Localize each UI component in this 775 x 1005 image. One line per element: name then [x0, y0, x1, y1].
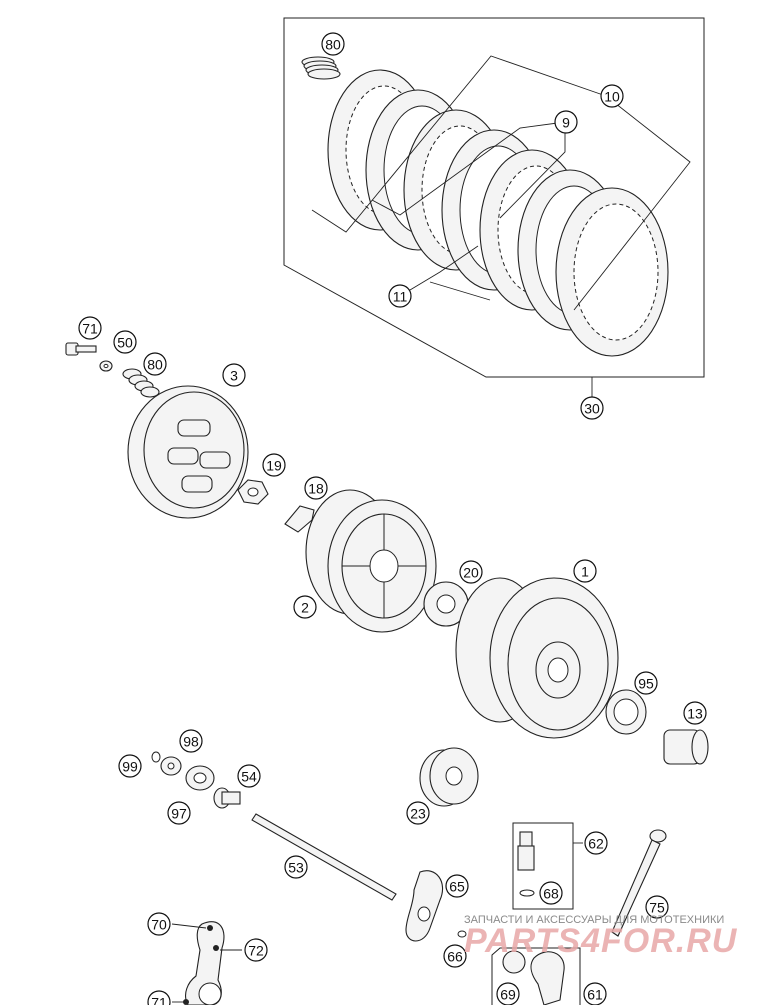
spring-part-2 — [122, 368, 160, 398]
callout-11: 11 — [388, 284, 412, 308]
circlip-part — [151, 751, 161, 763]
needle-bearing-part — [605, 689, 647, 735]
callout-23: 23 — [406, 801, 430, 825]
callout-97: 97 — [167, 801, 191, 825]
callout-62: 62 — [584, 831, 608, 855]
callout-label: 70 — [151, 917, 167, 933]
callout-50: 50 — [113, 330, 137, 354]
callout-label: 18 — [308, 481, 324, 497]
callout-label: 75 — [649, 900, 665, 916]
callout-98: 98 — [179, 729, 203, 753]
callout-label: 23 — [410, 806, 426, 822]
clutch-plate-kit-frame — [283, 17, 705, 378]
callout-label: 53 — [288, 860, 304, 876]
callout-label: 68 — [543, 886, 559, 902]
callout-71: 71 — [147, 990, 171, 1005]
inner-hub-part — [305, 489, 437, 633]
clutch-discs — [327, 69, 669, 357]
callout-68: 68 — [539, 881, 563, 905]
callout-label: 1 — [581, 564, 589, 580]
callout-label: 80 — [147, 357, 163, 373]
callout-label: 80 — [325, 37, 341, 53]
callout-20: 20 — [459, 560, 483, 584]
lock-washer-part — [284, 505, 315, 533]
kit-leaders — [311, 55, 691, 398]
callout-75: 75 — [645, 895, 669, 919]
callout-label: 19 — [266, 458, 282, 474]
washer-part — [99, 360, 113, 372]
callout-label: 20 — [463, 565, 479, 581]
callout-label: 50 — [117, 335, 133, 351]
callout-label: 9 — [562, 115, 570, 131]
callout-label: 30 — [584, 401, 600, 417]
callout-9: 9 — [554, 110, 578, 134]
callout-label: 61 — [587, 987, 603, 1003]
bolt-part — [65, 342, 97, 356]
callout-label: 71 — [82, 321, 98, 337]
bleed-screw-part — [611, 829, 667, 937]
callout-10: 10 — [600, 84, 624, 108]
watermark-tagline: ЗАПЧАСТИ И АКСЕССУАРЫ ДЛЯ МОТОТЕХНИКИ — [464, 914, 724, 926]
o-ring-part — [457, 930, 467, 938]
callout-54: 54 — [237, 764, 261, 788]
release-lever-part — [183, 921, 225, 1005]
callout-label: 72 — [248, 943, 264, 959]
push-rod-part — [251, 813, 397, 901]
callout-30: 30 — [580, 396, 604, 420]
callout-label: 99 — [122, 759, 138, 775]
pressure-piece-part — [213, 787, 241, 809]
callout-18: 18 — [304, 476, 328, 500]
callouts: 80 10 9 11 30 71 50 80 3 19 18 2 20 1 95 13 99 98 54 97 23 53… — [78, 32, 707, 1005]
callout-80: 80 — [321, 32, 345, 56]
callout-leaders — [171, 923, 242, 1003]
spring-part — [301, 56, 341, 80]
watermark: ЗАПЧАСТИ И АКСЕССУАРЫ ДЛЯ МОТОТЕХНИКИ PA… — [464, 914, 738, 960]
callout-72: 72 — [244, 938, 268, 962]
callout-95: 95 — [634, 671, 658, 695]
clutch-disc-inner — [573, 203, 659, 341]
callout-19: 19 — [262, 453, 286, 477]
gasket-part — [405, 870, 444, 942]
callout-66: 66 — [443, 944, 467, 968]
callout-label: 98 — [183, 734, 199, 750]
callout-3: 3 — [222, 363, 246, 387]
pressure-plate-part — [127, 385, 249, 519]
callout-2: 2 — [293, 595, 317, 619]
callout-61: 61 — [583, 982, 607, 1005]
callout-71: 71 — [78, 316, 102, 340]
gear-part — [419, 747, 479, 807]
callout-99: 99 — [118, 754, 142, 778]
callout-label: 62 — [588, 836, 604, 852]
callout-label: 71 — [151, 995, 167, 1005]
callout-80: 80 — [143, 352, 167, 376]
slave-cylinder-part — [491, 947, 581, 1005]
callout-label: 3 — [230, 368, 238, 384]
callout-label: 65 — [449, 879, 465, 895]
callout-label: 2 — [301, 600, 309, 616]
callout-label: 66 — [447, 949, 463, 965]
callout-69: 69 — [496, 982, 520, 1005]
outer-basket-part — [455, 577, 619, 739]
thrust-bearing-part — [185, 765, 215, 791]
callout-label: 11 — [393, 289, 408, 305]
callout-65: 65 — [445, 874, 469, 898]
callout-label: 69 — [500, 987, 516, 1003]
callout-label: 54 — [241, 769, 257, 785]
small-washer-part — [160, 756, 182, 776]
callout-13: 13 — [683, 701, 707, 725]
callout-label: 10 — [604, 89, 620, 105]
bushing-part — [663, 729, 709, 765]
callout-label: 95 — [638, 676, 654, 692]
watermark-logo: PARTS4FOR.RU — [464, 922, 738, 960]
callout-label: 97 — [171, 806, 187, 822]
bleeder-box — [512, 822, 583, 910]
callout-53: 53 — [284, 855, 308, 879]
callout-label: 13 — [687, 706, 703, 722]
callout-70: 70 — [147, 912, 171, 936]
nut-part — [237, 479, 269, 505]
callout-1: 1 — [573, 559, 597, 583]
